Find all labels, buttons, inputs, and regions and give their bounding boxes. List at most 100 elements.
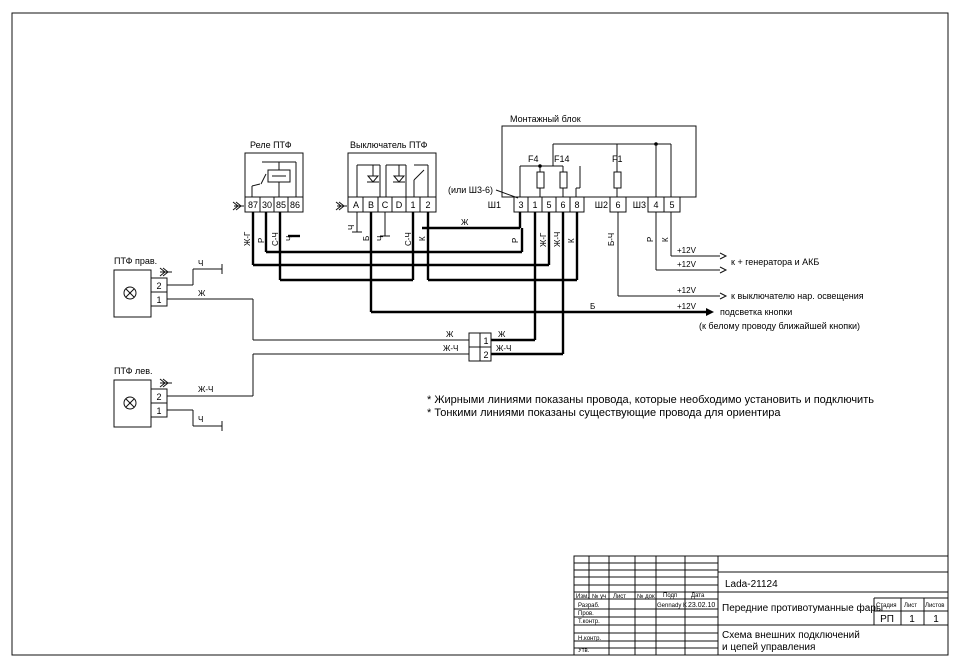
wire-label: Ж-Ч xyxy=(198,385,213,394)
svg-text:Листов: Листов xyxy=(925,603,945,609)
svg-text:Подп: Подп xyxy=(663,593,677,599)
title-model: Lada-21124 xyxy=(725,579,778,590)
dest-generator: к + генератора и АКБ xyxy=(731,257,819,267)
wire-label: Ж xyxy=(446,330,454,339)
title-doc-name: Передние противотуманные фары xyxy=(722,602,883,614)
wire-label: Б xyxy=(590,302,595,311)
svg-text:87: 87 xyxy=(248,200,258,210)
svg-text:5: 5 xyxy=(546,200,551,210)
block-title: Монтажный блок xyxy=(510,114,581,124)
svg-text:6: 6 xyxy=(560,200,565,210)
svg-text:1: 1 xyxy=(156,406,161,416)
wire-label: К xyxy=(661,237,670,242)
svg-text:Ш1: Ш1 xyxy=(488,200,501,210)
lamp-icon xyxy=(123,286,137,300)
note-bold: * Жирными линиями показаны провода, кото… xyxy=(427,394,874,406)
svg-text:30: 30 xyxy=(262,200,272,210)
svg-text:A: A xyxy=(353,200,359,210)
title-sheet-2: и цепей управления xyxy=(722,642,815,653)
svg-text:Разраб.: Разраб. xyxy=(578,603,600,609)
relay-title: Реле ПТФ xyxy=(250,140,292,150)
wire-label: Р xyxy=(646,237,655,242)
svg-text:Дата: Дата xyxy=(691,593,705,599)
svg-text:Ш2: Ш2 xyxy=(595,200,608,210)
svg-text:1: 1 xyxy=(410,200,415,210)
ptf-connector: 1 2 xyxy=(468,332,492,362)
svg-text:F4: F4 xyxy=(528,154,539,164)
svg-text:C: C xyxy=(382,200,389,210)
wire-label: Ж-Ч xyxy=(553,232,562,247)
svg-text:85: 85 xyxy=(276,200,286,210)
ptf-right-label: ПТФ прав. xyxy=(114,256,157,266)
svg-text:D: D xyxy=(396,200,403,210)
svg-text:4: 4 xyxy=(653,200,658,210)
svg-text:23.02.10: 23.02.10 xyxy=(688,602,715,609)
alt-note: (или Ш3-6) xyxy=(448,185,493,195)
lamp-icon xyxy=(123,396,137,410)
supply-label: +12V xyxy=(677,302,697,311)
svg-text:1: 1 xyxy=(483,336,488,346)
supply-label: +12V xyxy=(677,260,697,269)
svg-text:F14: F14 xyxy=(554,154,570,164)
wire-label: Ж xyxy=(498,330,506,339)
ptf-left: ПТФ лев. 2 1 xyxy=(113,366,172,428)
svg-text:№ уч: № уч xyxy=(592,593,606,600)
svg-text:F1: F1 xyxy=(612,154,623,164)
wire-label: Ч xyxy=(285,236,294,241)
wire-label: Ч xyxy=(347,225,356,230)
wire-label: К xyxy=(418,236,427,241)
wire-label: Ж-Г xyxy=(539,232,548,247)
svg-text:Стадия: Стадия xyxy=(876,603,896,609)
svg-text:Т.контр.: Т.контр. xyxy=(578,619,600,625)
wire-label: Ч xyxy=(198,415,203,424)
ptf-right: ПТФ прав. 2 1 xyxy=(113,256,172,318)
dest-lighting: к выключателю нар. освещения xyxy=(731,291,864,301)
svg-text:2: 2 xyxy=(425,200,430,210)
ptf-left-label: ПТФ лев. xyxy=(114,366,153,376)
switch-title: Выключатель ПТФ xyxy=(350,140,428,150)
title-sheet-1: Схема внешних подключений xyxy=(722,630,860,641)
note-thin: * Тонкими линиями показаны существующие … xyxy=(427,407,781,419)
existing-wires xyxy=(167,212,728,431)
svg-text:6: 6 xyxy=(615,200,620,210)
svg-text:1: 1 xyxy=(909,614,915,625)
svg-text:3: 3 xyxy=(518,200,523,210)
svg-text:1: 1 xyxy=(156,295,161,305)
wire-label: Б-Ч xyxy=(607,233,616,246)
svg-text:Лист: Лист xyxy=(613,594,626,600)
svg-text:№ док: № док xyxy=(637,593,655,600)
relay-ptf: Реле ПТФ 87 30 85 86 xyxy=(232,140,304,213)
wire-label: Р xyxy=(257,238,266,243)
mounting-block: Монтажный блок F4 F14 F1 Ш1 3 1 xyxy=(488,114,697,213)
wire-label: Ж-Ч xyxy=(443,344,458,353)
switch-ptf: Выключатель ПТФ A B C D 1 2 xyxy=(335,140,437,213)
supply-label: +12V xyxy=(677,246,697,255)
wire-label: С-Ч xyxy=(404,232,413,246)
svg-text:Gennady K: Gennady K xyxy=(657,603,687,609)
dest-backlight-note: (к белому проводу ближайшей кнопки) xyxy=(699,321,860,331)
wire-label: Ч xyxy=(198,259,203,268)
sheet-frame xyxy=(11,12,949,656)
svg-text:1: 1 xyxy=(532,200,537,210)
svg-text:2: 2 xyxy=(156,281,161,291)
svg-text:Ш3: Ш3 xyxy=(633,200,646,210)
new-wires xyxy=(251,212,714,356)
wire-label: С-Ч xyxy=(271,232,280,246)
dest-backlight: подсветка кнопки xyxy=(720,307,792,317)
wire-label: К xyxy=(567,238,576,243)
svg-text:Н.контр.: Н.контр. xyxy=(578,636,601,642)
svg-text:86: 86 xyxy=(290,200,300,210)
title-block: Изм. № уч Лист № док Подп Дата Разраб. П… xyxy=(573,555,949,656)
svg-text:5: 5 xyxy=(669,200,674,210)
svg-text:Изм.: Изм. xyxy=(576,594,589,600)
wire-label: Р xyxy=(511,238,520,243)
svg-text:Утв.: Утв. xyxy=(578,648,590,654)
wire-label: Ж-Ч xyxy=(496,344,511,353)
svg-text:2: 2 xyxy=(156,392,161,402)
svg-text:8: 8 xyxy=(574,200,579,210)
wire-label: Б xyxy=(362,236,371,241)
wire-label: Ч xyxy=(376,236,385,241)
svg-text:B: B xyxy=(368,200,374,210)
wire-label: Ж xyxy=(461,218,469,227)
